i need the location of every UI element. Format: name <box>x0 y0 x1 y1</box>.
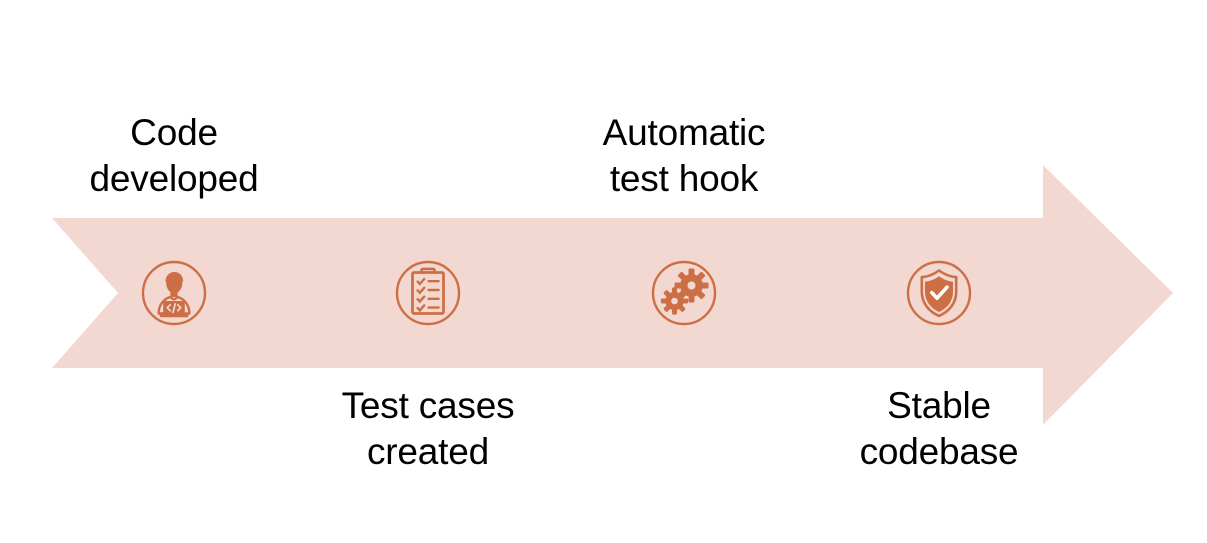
shield-check-icon <box>906 260 972 326</box>
step-icon-gears <box>650 259 718 327</box>
gears-icon <box>651 260 717 326</box>
step-icon-checklist-clipboard <box>394 259 462 327</box>
step-icon-shield-check <box>905 259 973 327</box>
step-label-stable-codebase: Stable codebase <box>859 385 1019 473</box>
arrow-polygon <box>52 165 1173 425</box>
checklist-clipboard-icon <box>395 260 461 326</box>
step-label-code-developed: Code developed <box>89 112 259 200</box>
developer-laptop-icon <box>141 260 207 326</box>
step-label-automatic-test-hook: Automatic test hook <box>602 112 766 200</box>
step-label-test-cases-created: Test cases created <box>341 385 515 473</box>
step-icon-developer-laptop <box>140 259 208 327</box>
